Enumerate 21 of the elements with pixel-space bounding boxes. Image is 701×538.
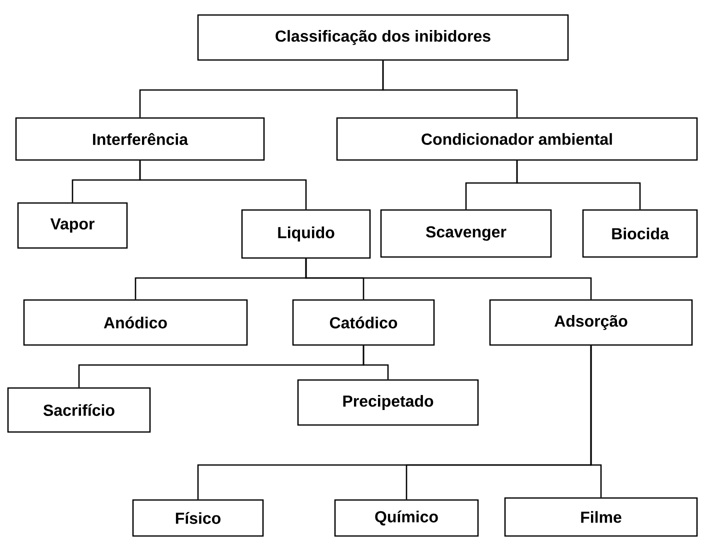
category-box: Filme [504, 497, 698, 537]
category-box: Físico [132, 499, 264, 537]
category-box: Precipetado [297, 379, 479, 426]
category-box: Adsorção [489, 299, 693, 346]
connector-line [139, 160, 307, 210]
category-box: Sacrifício [7, 387, 151, 433]
connector-line [305, 258, 592, 300]
category-box: Químico [334, 499, 479, 537]
category-box: Condicionador ambiental [336, 117, 698, 161]
connector-line [516, 160, 641, 210]
category-box: Vapor [17, 202, 128, 249]
connector-line [382, 60, 518, 118]
category-box: Biocida [582, 209, 698, 258]
category-box: Scavenger [380, 209, 552, 258]
category-box: Liquido [241, 209, 371, 259]
category-box: Anódico [23, 299, 248, 346]
category-box: Classificação dos inibidores [197, 14, 569, 61]
category-box: Interferência [15, 117, 265, 161]
connector-line [362, 346, 389, 380]
connector-line [590, 346, 602, 498]
category-box: Catódico [292, 299, 435, 346]
